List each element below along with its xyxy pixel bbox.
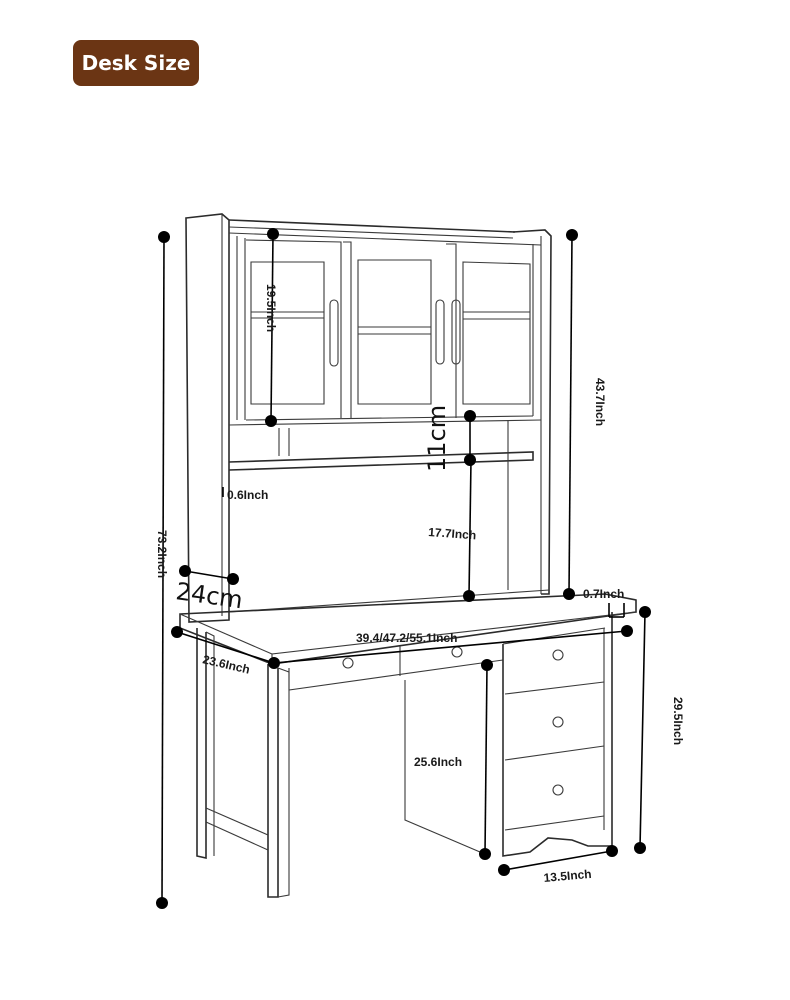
desk-size-badge: Desk Size: [73, 40, 199, 86]
hutch-height-label: 43.7Inch: [593, 378, 607, 426]
side-thickness-label: 0.6Inch: [227, 488, 268, 502]
total-height-label: 73.2Inch: [155, 530, 169, 578]
under-hutch-height-label: 17.7Inch: [428, 525, 477, 542]
top-thickness-label: 0.7Inch: [583, 587, 624, 601]
knee-height-label: 25.6Inch: [414, 755, 462, 769]
hutch: [185, 213, 552, 623]
drawer-width-label: 13.5Inch: [543, 867, 592, 885]
desk-width-label: 39.4/47.2/55.1Inch: [356, 631, 457, 645]
cabinet-height-label: 19.5Inch: [264, 284, 278, 332]
shelf-gap-label: 11cm: [423, 405, 451, 472]
dimension-lines: [156, 228, 651, 909]
desk-depth-label: 23.6Inch: [201, 652, 251, 676]
desk: [179, 593, 637, 898]
desk-height-label: 29.5Inch: [671, 697, 685, 745]
